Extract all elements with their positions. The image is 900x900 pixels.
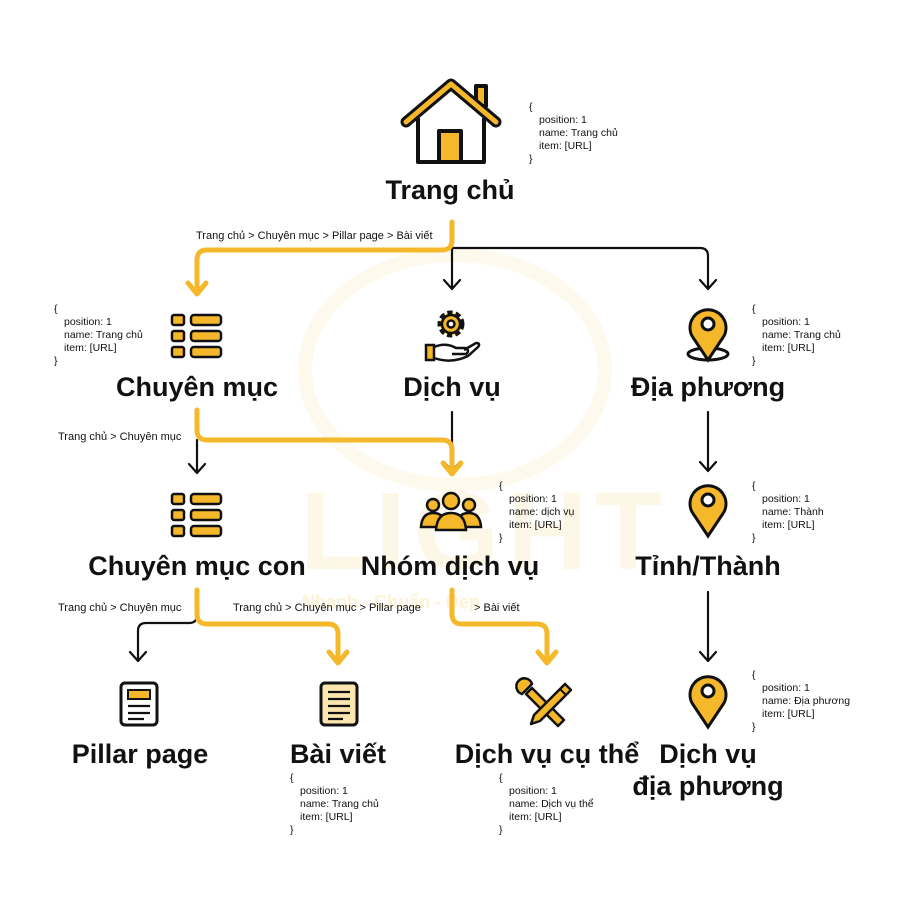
node-article: Bài viết [289,739,387,769]
edge-label-sub-pillar: Trang chủ > Chuyên mục [58,602,182,614]
people-icon [419,491,483,532]
node-specific-service: Dịch vụ cụ thể [454,739,640,769]
house-icon [400,78,502,164]
edge-label-sub-article: Trang chủ > Chuyên mục > Pillar page [233,602,421,614]
schema-specific-service: { position: 1 name: Dịch vụ thể item: [U… [499,772,594,836]
edge-home-category [194,219,455,295]
tools-icon [515,677,573,728]
schema-service-group: { position: 1 name: dịch vụ item: [URL] … [499,480,575,544]
node-province: Tỉnh/Thành [635,551,781,581]
edge-group-specific [449,587,550,663]
node-home: Trang chủ [385,175,515,205]
schema-location: { position: 1 name: Trang chủ item: [URL… [752,303,841,367]
schema-article: { position: 1 name: Trang chủ item: [URL… [290,772,379,836]
list-icon [170,492,223,538]
schema-local-service: { position: 1 name: Địa phương item: [UR… [752,669,851,733]
node-local-service-line2: địa phương [632,771,784,801]
map-pin-icon [686,308,730,363]
edge-home-location [450,246,710,290]
watermark-brand: LIGHT [300,470,670,593]
node-subcategory: Chuyên mục con [88,551,306,581]
schema-category: { position: 1 name: Trang chủ item: [URL… [54,303,143,367]
node-pillar: Pillar page [71,739,209,769]
edge-label-category-sub: Trang chủ > Chuyên mục [58,431,182,443]
edge-sub-pillar [136,588,199,662]
schema-home: { position: 1 name: Trang chủ item: [URL… [529,101,618,165]
map-pin-icon [688,675,728,730]
document-icon [119,681,159,727]
edge-category-group [194,407,455,475]
node-location: Địa phương [630,372,786,402]
article-icon [319,681,359,727]
list-icon [170,313,223,359]
node-local-service-line1: Dịch vụ [659,739,757,769]
edge-sub-article [194,587,341,663]
node-category: Chuyên mục [115,372,279,402]
map-pin-icon [688,484,728,539]
watermark-tagline: Nhanh - Chuẩn - Đẹp [302,592,480,612]
node-service-group: Nhóm dịch vụ [360,551,540,581]
edge-label-group-specific: > Bài viết [474,602,520,614]
node-service: Dịch vụ [403,372,501,402]
gear-hand-icon [424,310,481,362]
edge-label-home-category: Trang chủ > Chuyên mục > Pillar page > B… [196,230,433,242]
schema-province: { position: 1 name: Thành item: [URL] } [752,480,824,544]
